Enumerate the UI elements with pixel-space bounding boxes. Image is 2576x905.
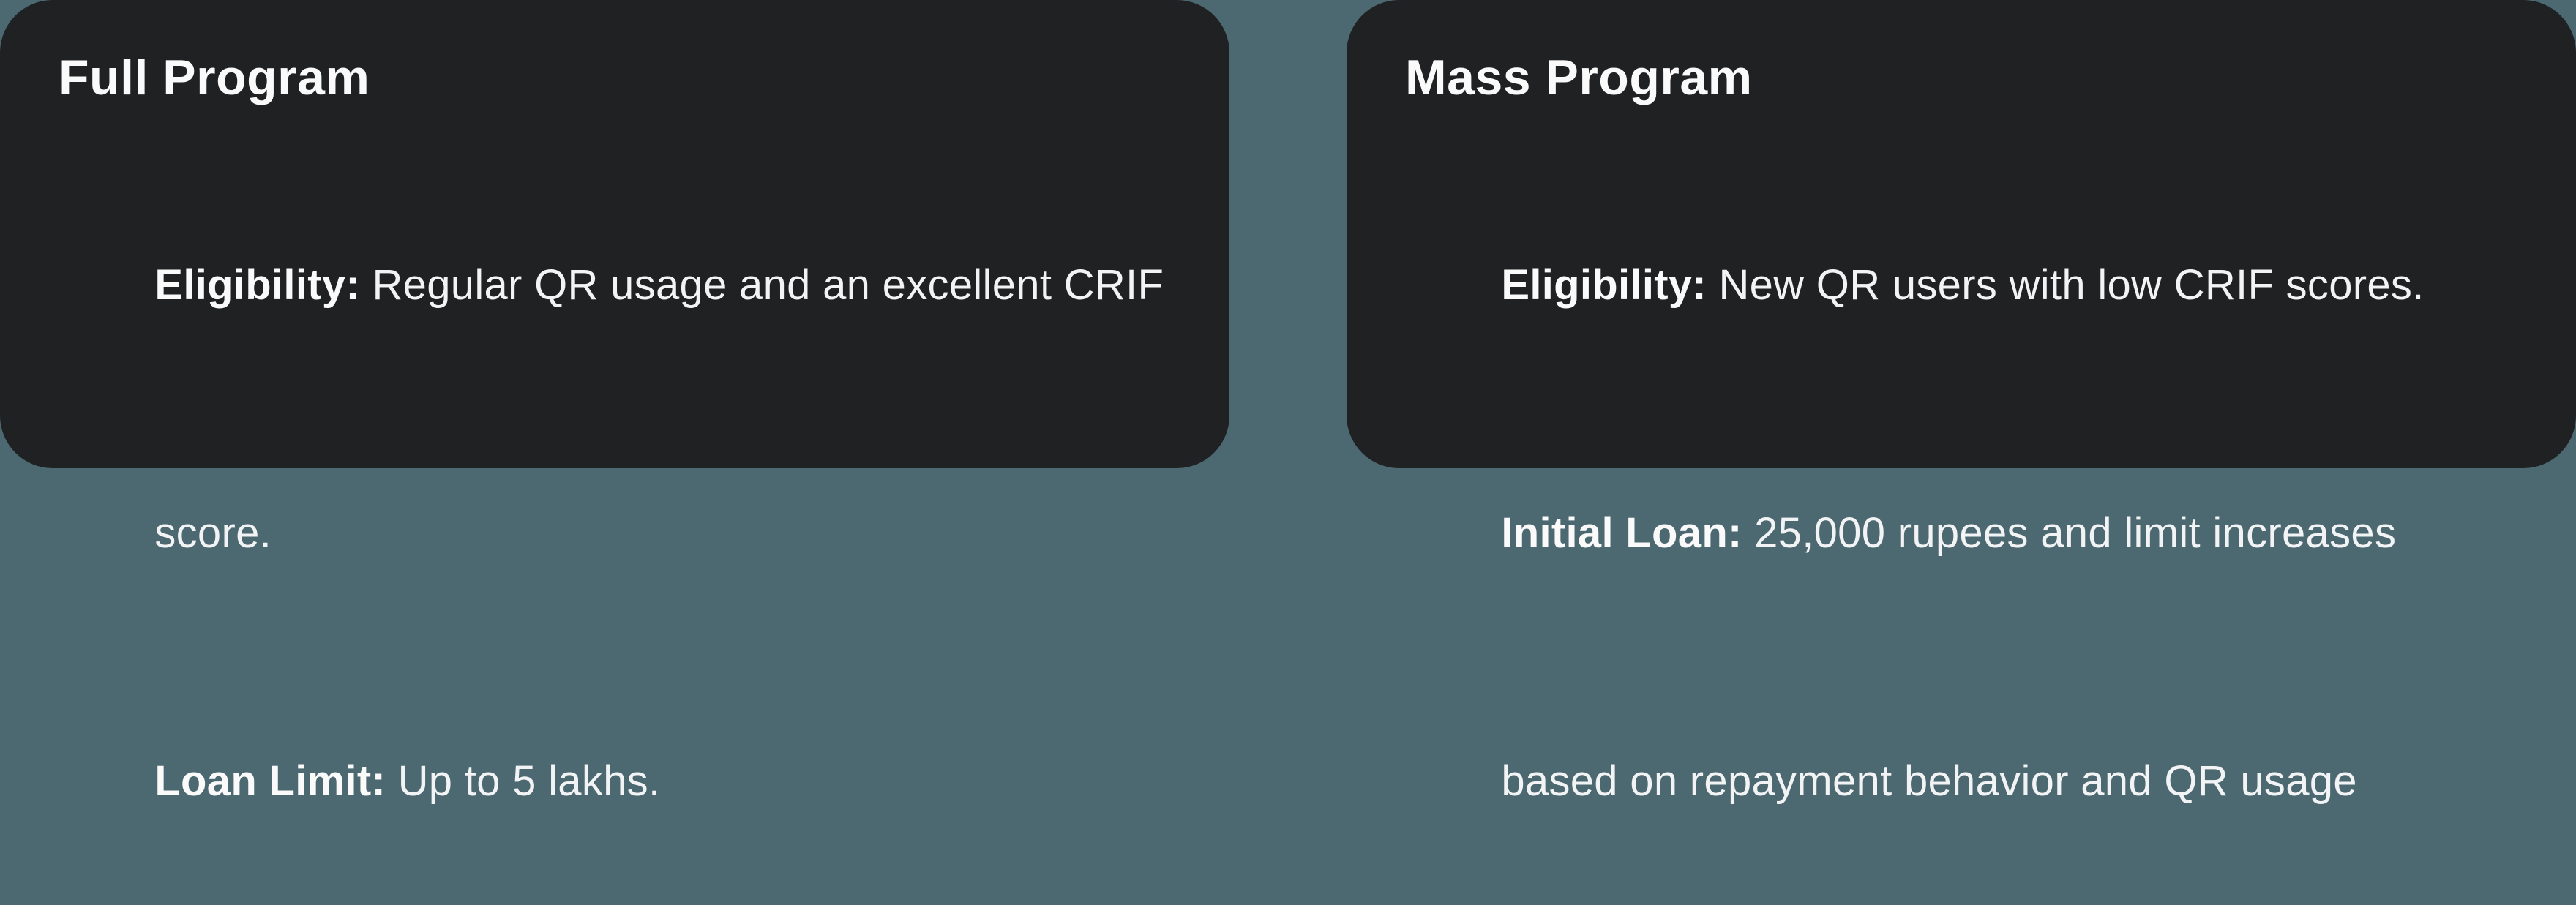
full-program-eligibility-wrap-line: score. xyxy=(59,409,1171,657)
mass-program-eligibility-line: Eligibility: New QR users with low CRIF … xyxy=(1405,161,2517,409)
loan-limit-label: Loan Limit: xyxy=(154,757,386,805)
full-program-loan-limit-line: Loan Limit: Up to 5 lakhs. xyxy=(59,657,1171,905)
mass-program-initial-loan-line: Initial Loan: 25,000 rupees and limit in… xyxy=(1405,409,2517,657)
eligibility-text-continued: score. xyxy=(154,509,272,557)
mass-program-card: Mass Program Eligibility: New QR users w… xyxy=(1347,0,2576,805)
eligibility-text: New QR users with low CRIF scores. xyxy=(1707,261,2425,309)
full-program-body: Eligibility: Regular QR usage and an exc… xyxy=(59,161,1171,905)
full-program-eligibility-line: Eligibility: Regular QR usage and an exc… xyxy=(59,161,1171,409)
full-program-title: Full Program xyxy=(59,50,370,105)
mass-program-title: Mass Program xyxy=(1405,50,1753,105)
initial-loan-label: Initial Loan: xyxy=(1501,509,1742,557)
initial-loan-text: 25,000 rupees and limit increases xyxy=(1742,509,2397,557)
eligibility-label: Eligibility: xyxy=(154,261,361,309)
mass-program-initial-loan-wrap-line: based on repayment behavior and QR usage xyxy=(1405,657,2517,905)
full-program-card: Full Program Eligibility: Regular QR usa… xyxy=(0,0,1229,805)
loan-limit-text: Up to 5 lakhs. xyxy=(386,757,661,805)
initial-loan-text-continued: based on repayment behavior and QR usage xyxy=(1501,757,2357,805)
program-cards-row: Full Program Eligibility: Regular QR usa… xyxy=(0,0,2576,805)
mass-program-body: Eligibility: New QR users with low CRIF … xyxy=(1405,161,2517,905)
eligibility-text: Regular QR usage and an excellent CRIF xyxy=(360,261,1164,309)
eligibility-label: Eligibility: xyxy=(1501,261,1707,309)
